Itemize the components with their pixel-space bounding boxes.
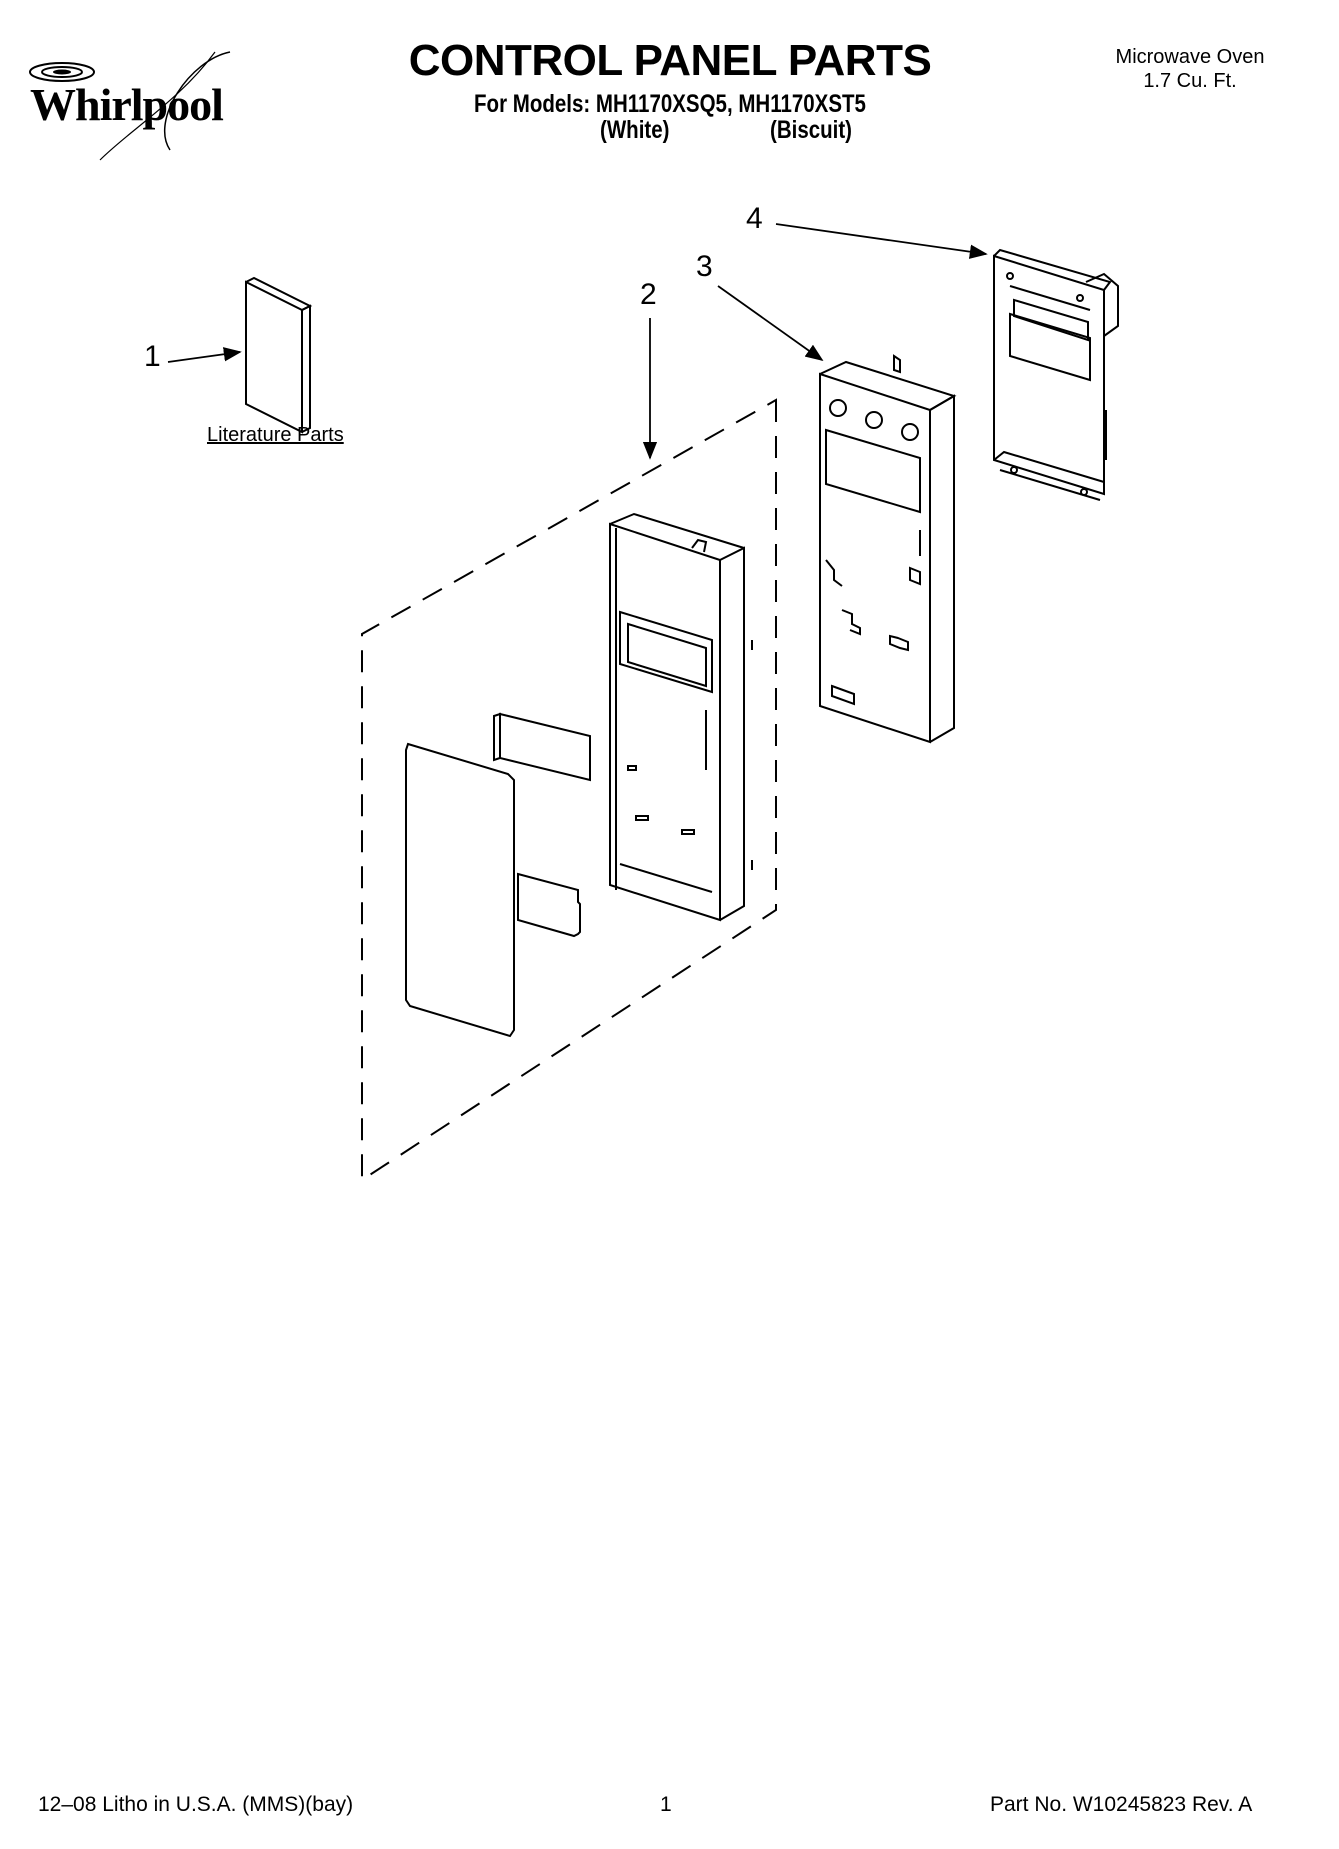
callout-4-leader	[775, 223, 988, 259]
display-window	[493, 712, 591, 782]
literature-booklet	[245, 276, 313, 434]
callout-3-leader	[717, 285, 824, 362]
assembly-dashed-outline	[361, 398, 777, 1182]
callout-4: 4	[746, 202, 763, 235]
product-name: Microwave Oven	[1115, 46, 1265, 68]
literature-parts-label: Literature Parts	[207, 424, 344, 446]
callout-1: 1	[144, 340, 161, 373]
footer-print-info: 12–08 Litho in U.S.A. (MMS)(bay)	[38, 1793, 354, 1816]
product-size: 1.7 Cu. Ft.	[1143, 70, 1237, 92]
membrane-touchpad	[405, 742, 515, 1038]
electronic-control-board	[993, 248, 1119, 501]
variant-white-label: (White)	[600, 116, 670, 144]
page-title: CONTROL PANEL PARTS	[408, 36, 932, 85]
control-panel-frame	[609, 512, 753, 922]
callout-1-leader	[167, 347, 242, 363]
label-plate	[517, 872, 581, 938]
callout-2: 2	[640, 278, 657, 311]
variant-biscuit-label: (Biscuit)	[770, 116, 852, 144]
part-number: Part No. W10245823 Rev. A	[990, 1793, 1253, 1816]
callout-3: 3	[696, 250, 713, 283]
control-panel-housing	[819, 354, 957, 744]
brand-logo: Whirlpool	[30, 79, 224, 130]
page-number: 1	[660, 1793, 672, 1816]
model-numbers: For Models: MH1170XSQ5, MH1170XST5	[474, 90, 866, 118]
